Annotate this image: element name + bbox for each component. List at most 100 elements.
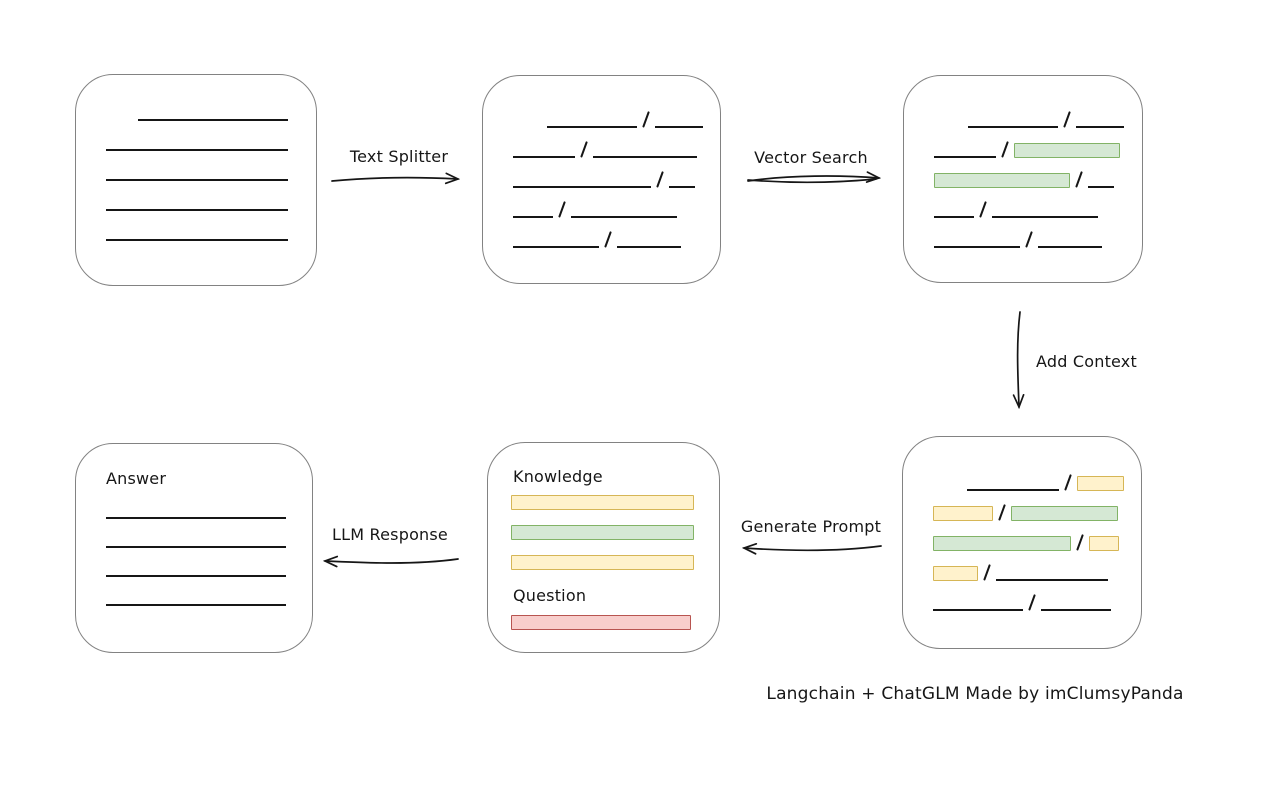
add-context-label: Add Context <box>1036 352 1137 371</box>
chunk-row <box>933 461 1129 491</box>
green-chunk <box>934 173 1070 188</box>
slash-separator <box>1001 141 1010 158</box>
yellow-chunk <box>1089 536 1120 551</box>
text-line-segment <box>1076 126 1125 128</box>
context-chunks-box <box>902 436 1142 649</box>
slash-separator <box>580 141 589 158</box>
vector-search-result-box <box>903 75 1143 283</box>
chunk-row <box>933 551 1129 581</box>
text-line <box>106 575 286 577</box>
text-line-segment <box>968 126 1058 128</box>
text-splitter-label: Text Splitter <box>349 147 449 166</box>
chunk-row <box>513 188 708 218</box>
red-bar <box>511 615 691 630</box>
vector-search-arrow-icon <box>747 176 879 181</box>
question-label: Question <box>513 586 587 605</box>
vector-search-label: Vector Search <box>754 148 868 167</box>
chunk-row <box>513 218 708 248</box>
llm-response-arrow-icon <box>325 559 459 563</box>
text-line-segment <box>617 246 682 248</box>
yellow-chunk <box>933 566 978 581</box>
chunk-row <box>933 581 1129 611</box>
generate-prompt-arrow-icon <box>744 546 882 550</box>
text-line-segment <box>967 489 1059 491</box>
slash-separator <box>1028 594 1037 611</box>
document-box <box>75 74 317 286</box>
answer-label: Answer <box>106 469 167 488</box>
chunk-row <box>934 128 1130 158</box>
text-splitter-arrow-icon <box>331 178 458 181</box>
chunk-row <box>933 521 1129 551</box>
chunk-row <box>513 128 708 158</box>
knowledge-bars <box>511 495 694 570</box>
text-line-segment <box>669 186 696 188</box>
text-line-segment <box>547 126 637 128</box>
vector-chunk-rows <box>934 98 1130 248</box>
chunk-row <box>934 218 1130 248</box>
text-line <box>106 517 286 519</box>
text-line <box>106 546 286 548</box>
text-line-segment <box>593 156 698 158</box>
add-context-arrow-icon <box>1018 311 1020 407</box>
yellow-bar <box>511 555 694 570</box>
chunk-row <box>934 98 1130 128</box>
text-line <box>106 604 286 606</box>
llm-response-label: LLM Response <box>332 525 448 544</box>
text-line-segment <box>992 216 1099 218</box>
text-line-segment <box>513 156 575 158</box>
green-chunk <box>1011 506 1119 521</box>
yellow-chunk <box>1077 476 1125 491</box>
slash-separator <box>979 201 988 218</box>
slash-separator <box>998 504 1007 521</box>
chunk-row <box>934 158 1130 188</box>
text-line-segment <box>996 579 1109 581</box>
text-line <box>106 239 288 241</box>
knowledge-label: Knowledge <box>513 467 603 486</box>
context-chunk-rows <box>933 461 1129 611</box>
green-bar <box>511 525 694 540</box>
split-chunk-rows <box>513 98 708 248</box>
text-line <box>138 119 288 121</box>
slash-separator <box>1063 111 1072 128</box>
slash-separator <box>558 201 567 218</box>
text-line <box>106 149 288 151</box>
yellow-bar <box>511 495 694 510</box>
text-line-segment <box>933 609 1023 611</box>
slash-separator <box>642 111 651 128</box>
generate-prompt-label: Generate Prompt <box>740 517 882 536</box>
text-line-segment <box>571 216 678 218</box>
text-line-segment <box>934 216 974 218</box>
slash-separator <box>1076 534 1085 551</box>
slash-separator <box>1075 171 1084 188</box>
chunk-row <box>934 188 1130 218</box>
text-line <box>106 179 288 181</box>
yellow-chunk <box>933 506 993 521</box>
slash-separator <box>983 564 992 581</box>
slash-separator <box>656 171 665 188</box>
text-line-segment <box>934 246 1020 248</box>
answer-text-lines <box>106 517 286 606</box>
chunk-row <box>513 158 708 188</box>
answer-box: Answer <box>75 443 313 653</box>
slash-separator <box>1064 474 1073 491</box>
slash-separator <box>604 231 613 248</box>
text-line-segment <box>655 126 704 128</box>
text-line <box>106 209 288 211</box>
green-chunk <box>933 536 1071 551</box>
text-line-segment <box>1041 609 1112 611</box>
text-line-segment <box>513 186 651 188</box>
text-line-segment <box>1088 186 1115 188</box>
slash-separator <box>1025 231 1034 248</box>
chunk-row <box>933 491 1129 521</box>
text-line-segment <box>513 216 553 218</box>
chunk-row <box>513 98 708 128</box>
text-line-segment <box>513 246 599 248</box>
document-text-lines <box>106 119 288 241</box>
text-line-segment <box>934 156 996 158</box>
question-bar <box>511 615 691 630</box>
diagram-caption: Langchain + ChatGLM Made by imClumsyPand… <box>766 684 1184 704</box>
green-chunk <box>1014 143 1121 158</box>
vector-search-arrow-second-stroke-icon <box>747 178 877 184</box>
prompt-box: Knowledge Question <box>487 442 720 653</box>
